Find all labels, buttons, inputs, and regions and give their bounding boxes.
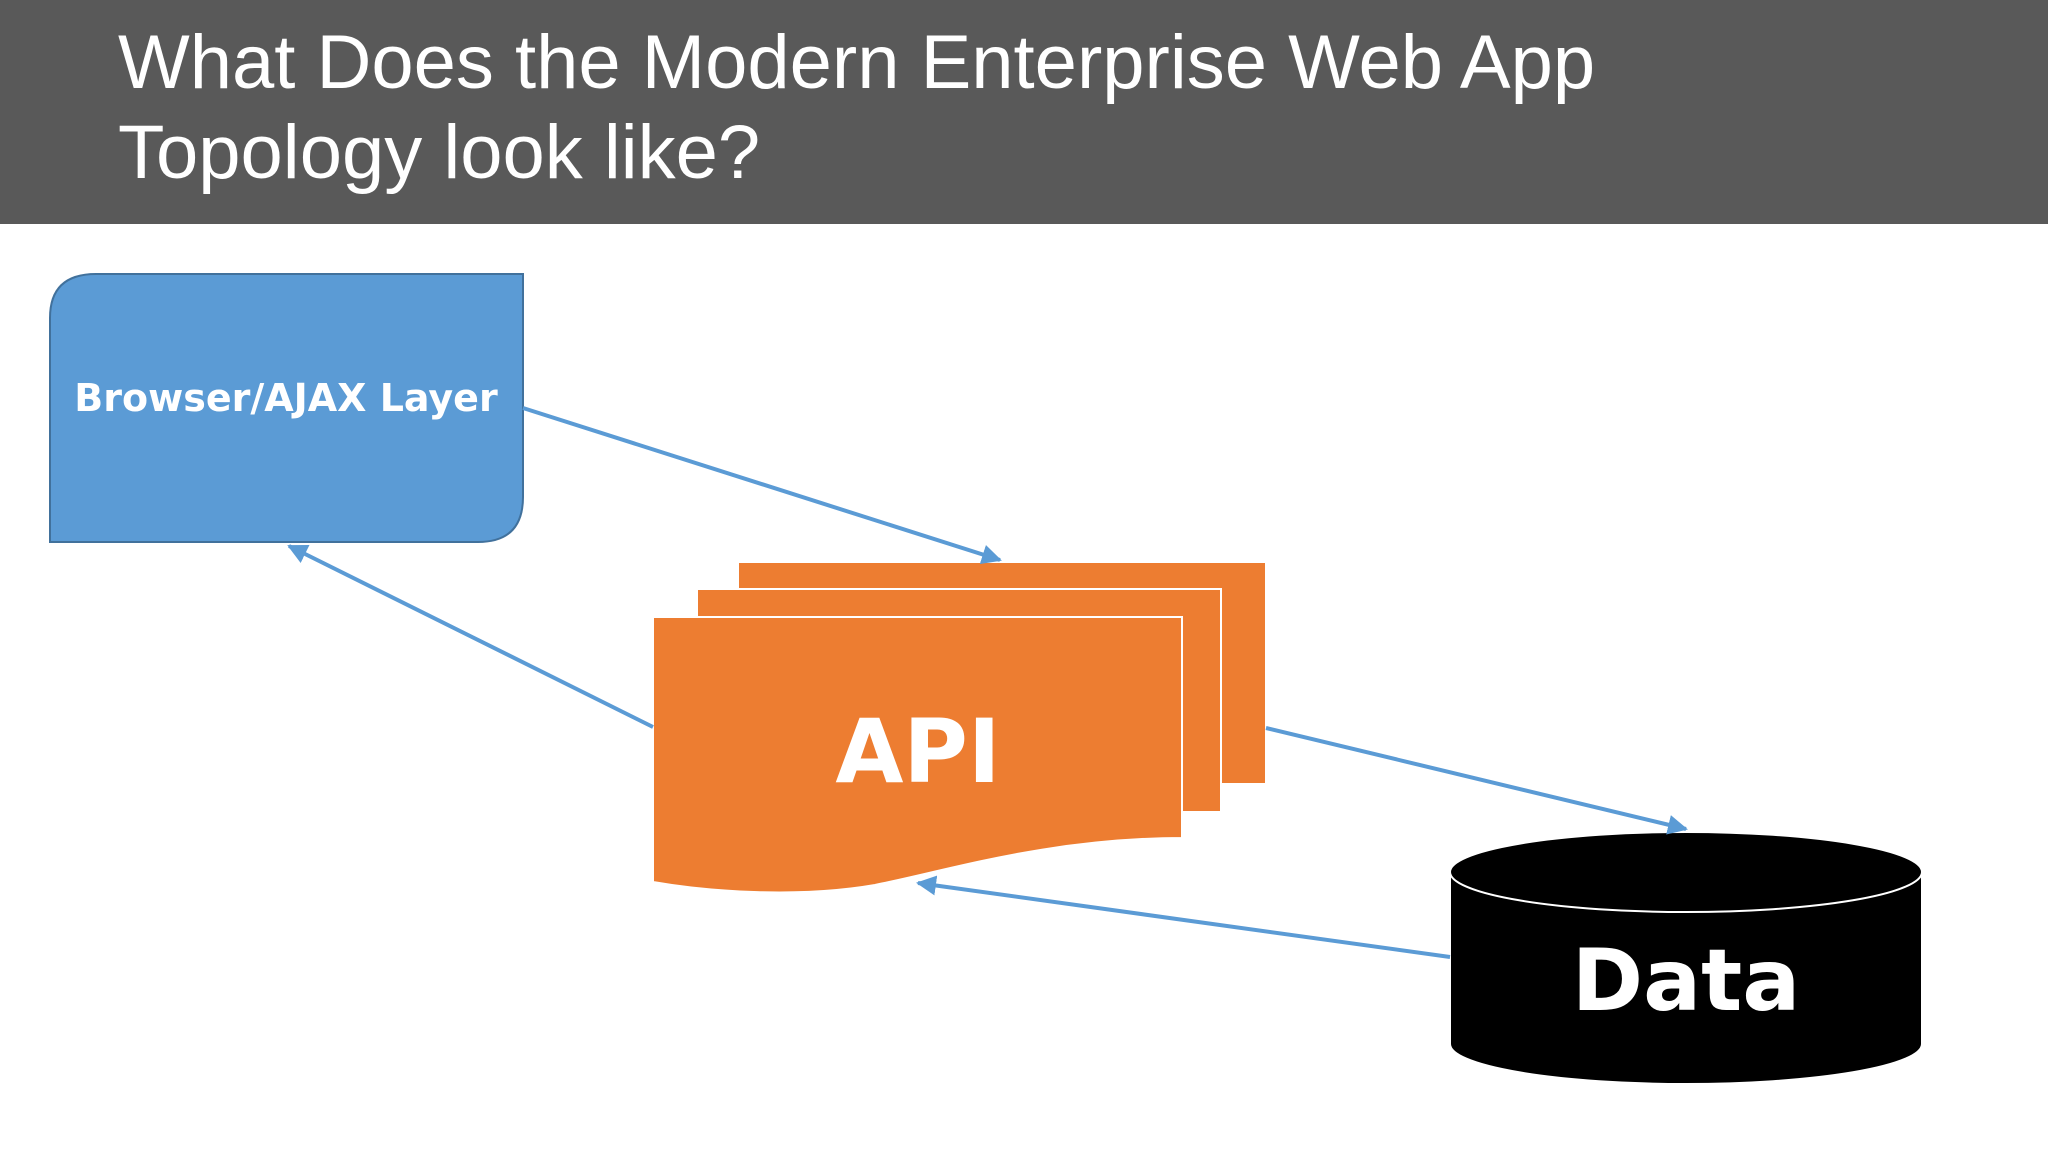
arrow-browser-to-api	[522, 406, 1002, 565]
slide-title: What Does the Modern Enterprise Web App …	[118, 18, 1918, 198]
title-bar: What Does the Modern Enterprise Web App …	[0, 0, 2048, 224]
arrow-api-to-data	[1265, 726, 1688, 835]
data-node-label: Data	[1572, 931, 1801, 1031]
arrow-data-to-api	[916, 875, 1451, 959]
data-node: Data	[1449, 831, 1923, 1085]
slide-title-line-1: What Does the Modern Enterprise Web App	[118, 20, 1596, 105]
api-node-label: API	[835, 700, 1000, 803]
api-node-front-page	[652, 616, 1183, 894]
browser-node-label: Browser/AJAX Layer	[74, 376, 498, 420]
browser-node: Browser/AJAX Layer	[49, 273, 524, 543]
slide-title-line-2: Topology look like?	[118, 110, 761, 195]
browser-node-shape	[49, 273, 524, 543]
data-node-body	[1449, 872, 1923, 1085]
arrow-api-to-browser	[287, 544, 654, 729]
data-node-top	[1449, 831, 1923, 913]
api-node: API	[652, 561, 1267, 894]
